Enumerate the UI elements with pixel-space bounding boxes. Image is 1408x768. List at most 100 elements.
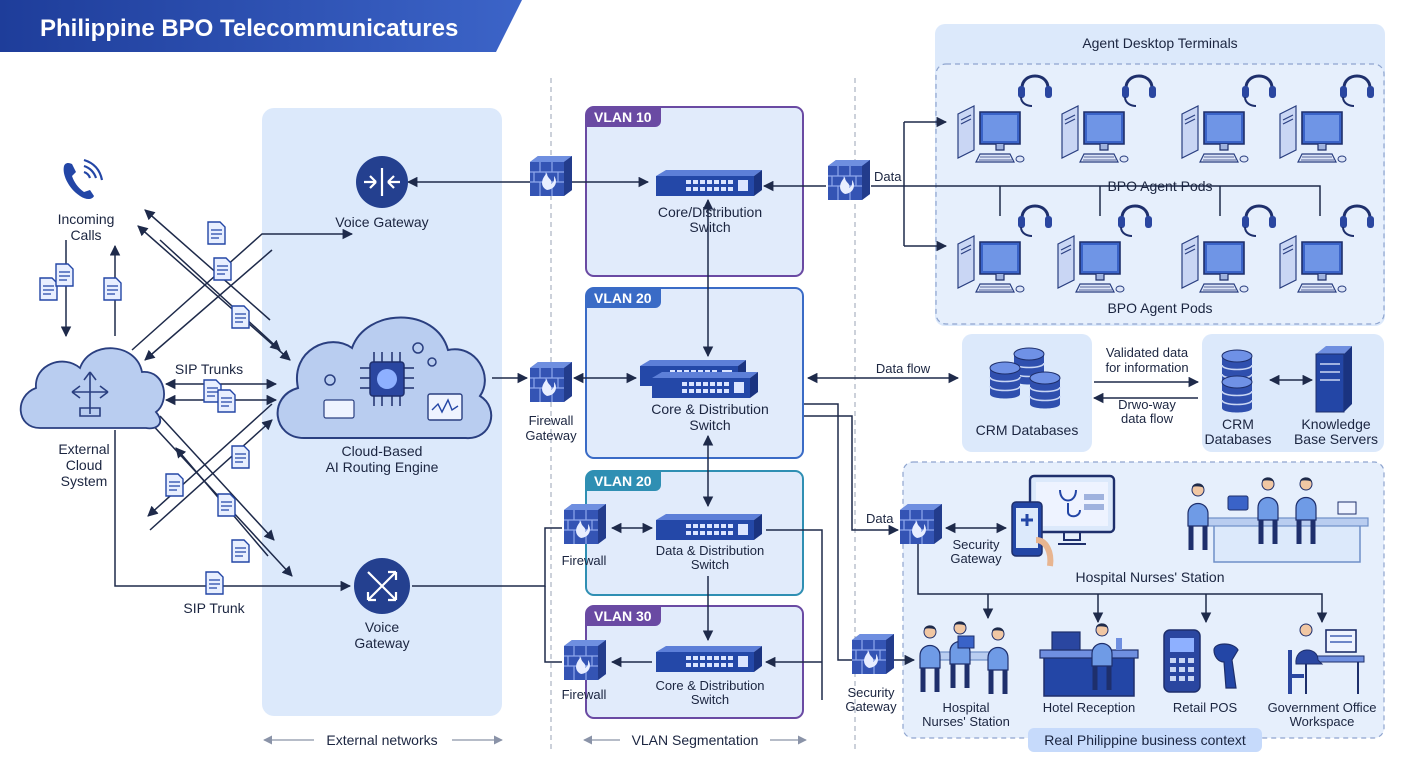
sip-trunk-label: SIP Trunk — [183, 600, 245, 616]
business-data-label: Data — [866, 511, 894, 526]
hospital-top-label: Hospital Nurses' Station — [1076, 569, 1225, 585]
firewall-a-label: Firewall — [562, 553, 607, 568]
label-line: Switch — [689, 417, 730, 433]
label-line: Gateway — [950, 551, 1002, 566]
label-line: Calls — [70, 227, 101, 243]
label-line: Databases — [1205, 431, 1272, 447]
retail-pos-label: Retail POS — [1173, 700, 1238, 715]
label-line: Core & Distribution — [655, 678, 764, 693]
label-line: Firewall — [529, 413, 574, 428]
external-networks-caption: External networks — [326, 732, 437, 748]
telehealth-monitor-icon — [1011, 474, 1116, 567]
agent-data-label: Data — [874, 169, 902, 184]
label-line: data flow — [1121, 411, 1174, 426]
hotel-reception-illustration — [1039, 623, 1139, 697]
database-icon — [1221, 375, 1253, 414]
vlan-30-tag: VLAN 30 — [594, 608, 652, 624]
vlan-10-switch-icon — [656, 170, 762, 196]
bpo-agent-pods-bottom-label: BPO Agent Pods — [1107, 300, 1212, 316]
retail-pos-illustration — [1163, 629, 1239, 693]
label-line: Base Servers — [1294, 431, 1378, 447]
document-icon — [103, 277, 122, 301]
document-icon — [207, 221, 226, 245]
label-line: Data & Distribution — [656, 543, 764, 558]
ai-routing-cloud-icon — [276, 316, 493, 440]
label-line: Knowledge — [1301, 416, 1370, 432]
label-line: Cloud — [66, 457, 103, 473]
business-context-caption: Real Philippine business context — [1028, 728, 1262, 752]
hospital-nurses-top-illustration — [1188, 477, 1369, 563]
document-icon — [55, 263, 74, 287]
hotel-reception-label: Hotel Reception — [1043, 700, 1136, 715]
document-icon — [205, 571, 224, 595]
title-banner: Philippine BPO Telecommunicatures — [0, 0, 522, 52]
phone-icon — [63, 158, 104, 199]
document-icon — [39, 277, 58, 301]
label-line: AI Routing Engine — [326, 459, 439, 475]
label-line: Switch — [691, 557, 729, 572]
label-line: Core & Distribution — [651, 401, 769, 417]
hospital-nurses-bottom-illustration — [920, 621, 1008, 694]
document-icon — [231, 305, 250, 329]
label-line: Nurses' Station — [922, 714, 1010, 729]
agent-terminals-title: Agent Desktop Terminals — [1082, 35, 1237, 51]
vlan-20-switch-icon-stack — [652, 372, 758, 398]
security-gateway-bottom-icon — [851, 633, 895, 675]
label-line: Gateway — [354, 635, 409, 651]
label-line: External — [58, 441, 109, 457]
label-line: Incoming — [58, 211, 115, 227]
government-office-illustration — [1288, 623, 1365, 694]
label-line: Gateway — [845, 699, 897, 714]
database-icon — [989, 361, 1021, 400]
label-line: Workspace — [1290, 714, 1355, 729]
label-line: Core/Distribution — [658, 204, 762, 220]
voice-gateway-bottom-icon — [354, 558, 410, 614]
label-line: Drwo-way — [1118, 397, 1176, 412]
firewall-b-icon — [563, 639, 607, 681]
sip-trunks-label: SIP Trunks — [175, 361, 243, 377]
label-line: Gateway — [525, 428, 577, 443]
vlan-20b-tag: VLAN 20 — [594, 473, 652, 489]
security-gateway-top-icon — [899, 503, 943, 545]
label-line: Switch — [691, 692, 729, 707]
firewall-gateway-icon — [529, 361, 573, 403]
firewall-data-icon — [827, 159, 871, 201]
firewall-icon — [529, 155, 573, 197]
label-line: Validated data — [1106, 345, 1189, 360]
knowledge-base-server-icon — [1315, 346, 1352, 413]
label-line: Security — [848, 685, 895, 700]
vlan-segmentation-caption: VLAN Segmentation — [632, 732, 759, 748]
document-icon — [217, 493, 236, 517]
label-line: Security — [953, 537, 1000, 552]
label-line: Switch — [689, 219, 730, 235]
database-icon — [1029, 371, 1061, 410]
voice-gateway-top-label: Voice Gateway — [335, 214, 428, 230]
label-line: System — [61, 473, 108, 489]
vlan-20-tag: VLAN 20 — [594, 290, 652, 306]
document-icon — [231, 539, 250, 563]
label-line: Hospital — [943, 700, 990, 715]
document-icon — [231, 445, 250, 469]
label-line: Voice — [365, 619, 399, 635]
page-title: Philippine BPO Telecommunicatures — [40, 15, 458, 42]
label-line: for information — [1105, 360, 1188, 375]
agent-pods-frame — [935, 63, 1385, 325]
crm-database-right-icons — [1221, 349, 1253, 414]
vlan-10-tag: VLAN 10 — [594, 109, 652, 125]
vlan-30-switch-icon — [656, 646, 762, 672]
